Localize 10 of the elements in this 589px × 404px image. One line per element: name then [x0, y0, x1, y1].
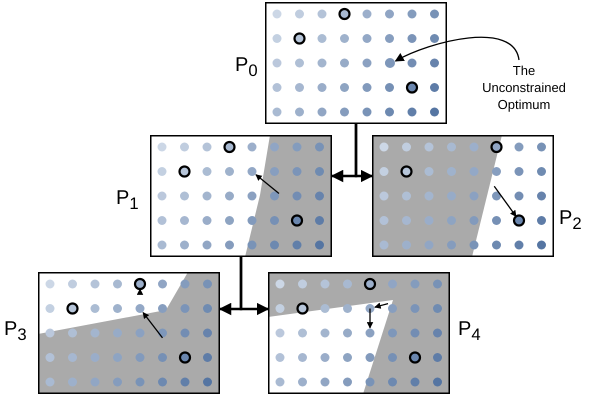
node-label: P$_{4}$	[458, 318, 481, 345]
node-label: P$_{0}$	[235, 54, 258, 81]
arrow	[240, 257, 270, 316]
node-label: P$_{2}$	[559, 207, 582, 234]
leader-line	[394, 36, 520, 62]
callout-text: The Unconstrained Optimum	[481, 62, 567, 113]
arrow	[354, 124, 374, 182]
node-label: P$_{1}$	[116, 187, 139, 214]
highlighted-dot	[384, 58, 394, 68]
node-label: P$_{3}$	[4, 318, 27, 345]
